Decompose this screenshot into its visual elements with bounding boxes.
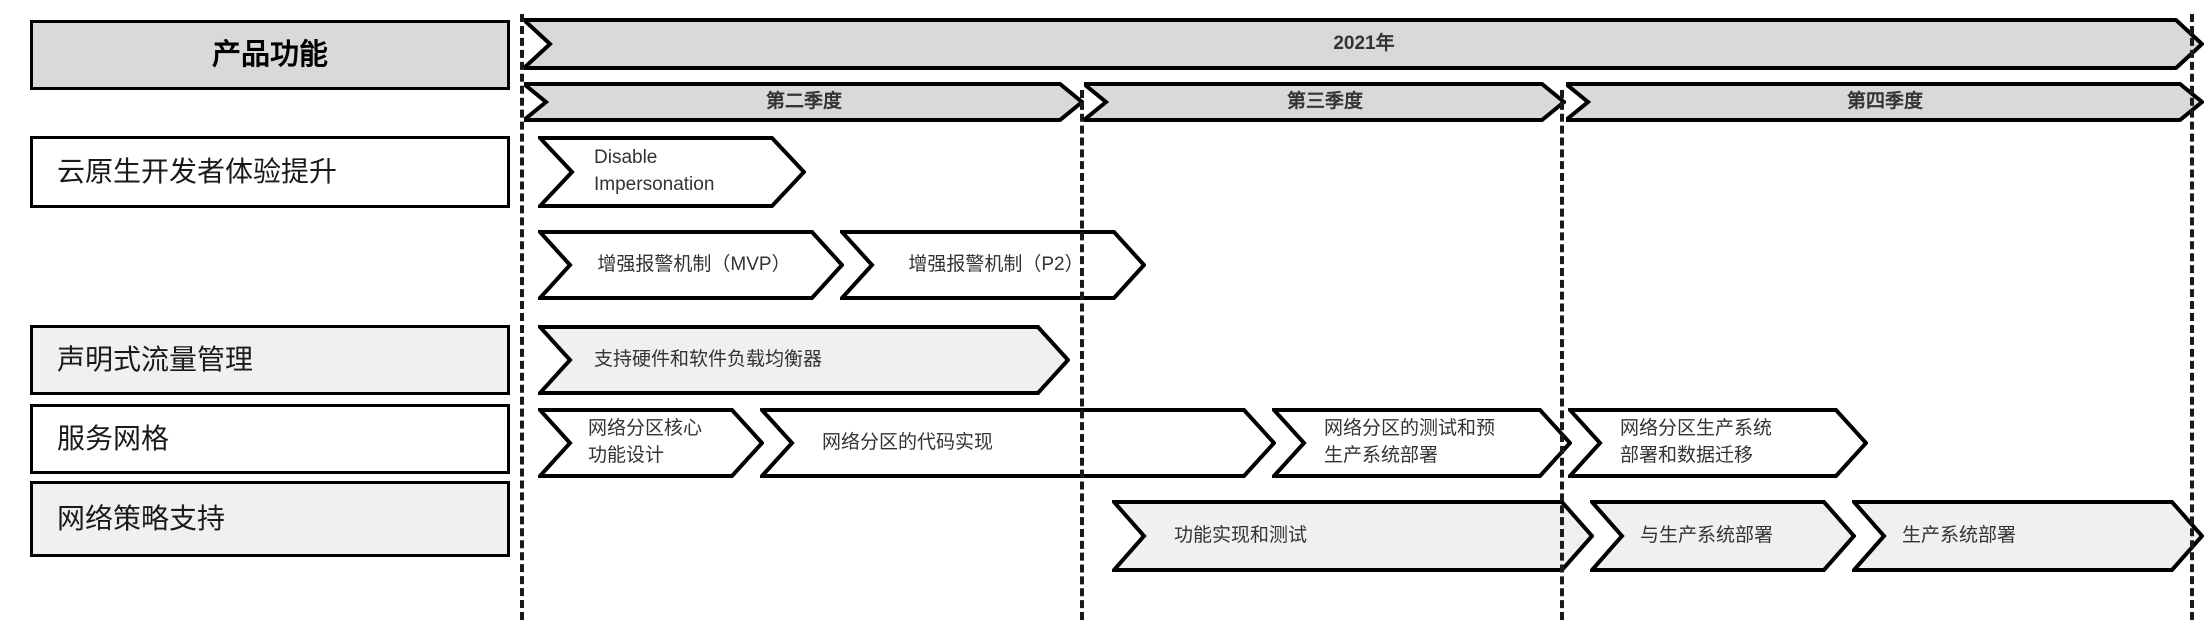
task-partition-prod[interactable]: 网络分区生产系统 部署和数据迁移: [1568, 408, 1868, 478]
task-shape: [760, 408, 1276, 478]
divider-q3-q4: [1560, 90, 1564, 620]
task-disable-impersonation[interactable]: Disable Impersonation: [538, 136, 806, 208]
row-label-traffic-management[interactable]: 声明式流量管理: [30, 325, 510, 395]
task-shape: [538, 230, 844, 300]
task-label: Disable Impersonation: [594, 147, 715, 195]
row-label-service-mesh[interactable]: 服务网格: [30, 404, 510, 474]
task-shape: [840, 230, 1146, 300]
row-label-cloud-native[interactable]: 云原生开发者体验提升: [30, 136, 510, 208]
task-label: 网络分区核心 功能设计: [588, 418, 703, 466]
year-label: 2021年: [1333, 32, 1395, 54]
task-with-prod-deploy[interactable]: 与生产系统部署: [1590, 500, 1856, 572]
task-label: 网络分区的代码实现: [822, 431, 994, 453]
task-label: 功能实现和测试: [1174, 524, 1308, 546]
product-feature-header-label: 产品功能: [211, 38, 328, 71]
task-label: 与生产系统部署: [1640, 524, 1774, 546]
divider-q2-q3: [1080, 90, 1084, 620]
task-shape: [538, 325, 1070, 395]
task-alert-p2[interactable]: 增强报警机制（P2）: [840, 230, 1146, 300]
task-shape: [1272, 408, 1572, 478]
quarter-label-q4: 第四季度: [1846, 90, 1923, 112]
task-shape: [538, 408, 764, 478]
task-label: 生产系统部署: [1902, 524, 2017, 546]
task-shape: [1590, 500, 1856, 572]
year-bar-2021: 2021年: [524, 18, 2204, 70]
task-prod-deploy[interactable]: 生产系统部署: [1852, 500, 2204, 572]
quarter-bar-q2: 第二季度: [524, 82, 1084, 122]
row-label-network-policy[interactable]: 网络策略支持: [30, 481, 510, 557]
task-label: 网络分区的测试和预 生产系统部署: [1324, 418, 1496, 466]
task-load-balancer[interactable]: 支持硬件和软件负载均衡器: [538, 325, 1070, 395]
task-partition-test[interactable]: 网络分区的测试和预 生产系统部署: [1272, 408, 1572, 478]
row-label-text: 服务网格: [57, 423, 170, 455]
row-label-text: 云原生开发者体验提升: [57, 156, 338, 188]
task-partition-code[interactable]: 网络分区的代码实现: [760, 408, 1276, 478]
product-feature-header: 产品功能: [30, 20, 510, 90]
divider-timeline-end: [2190, 14, 2194, 620]
quarter-label-q2: 第二季度: [765, 90, 842, 112]
quarter-bar-q3: 第三季度: [1084, 82, 1566, 122]
quarter-q2-shape: [524, 82, 1084, 122]
task-label: 支持硬件和软件负载均衡器: [594, 348, 823, 370]
task-alert-mvp[interactable]: 增强报警机制（MVP）: [538, 230, 844, 300]
task-label: 增强报警机制（P2）: [908, 253, 1084, 275]
task-shape: [1852, 500, 2204, 572]
quarter-label-q3: 第三季度: [1286, 90, 1363, 112]
quarter-bar-q4: 第四季度: [1566, 82, 2204, 122]
task-feature-implementation[interactable]: 功能实现和测试: [1112, 500, 1594, 572]
quarter-q3-shape: [1084, 82, 1566, 122]
divider-q2-start: [520, 14, 524, 620]
row-label-text: 声明式流量管理: [57, 344, 254, 376]
year-bar-shape: [524, 18, 2204, 70]
task-shape: [1568, 408, 1868, 478]
task-partition-design[interactable]: 网络分区核心 功能设计: [538, 408, 764, 478]
row-label-text: 网络策略支持: [57, 503, 226, 535]
task-label: 网络分区生产系统 部署和数据迁移: [1620, 418, 1773, 466]
quarter-q4-shape: [1566, 82, 2204, 122]
task-shape: [538, 136, 806, 208]
task-label: 增强报警机制（MVP）: [597, 253, 791, 275]
